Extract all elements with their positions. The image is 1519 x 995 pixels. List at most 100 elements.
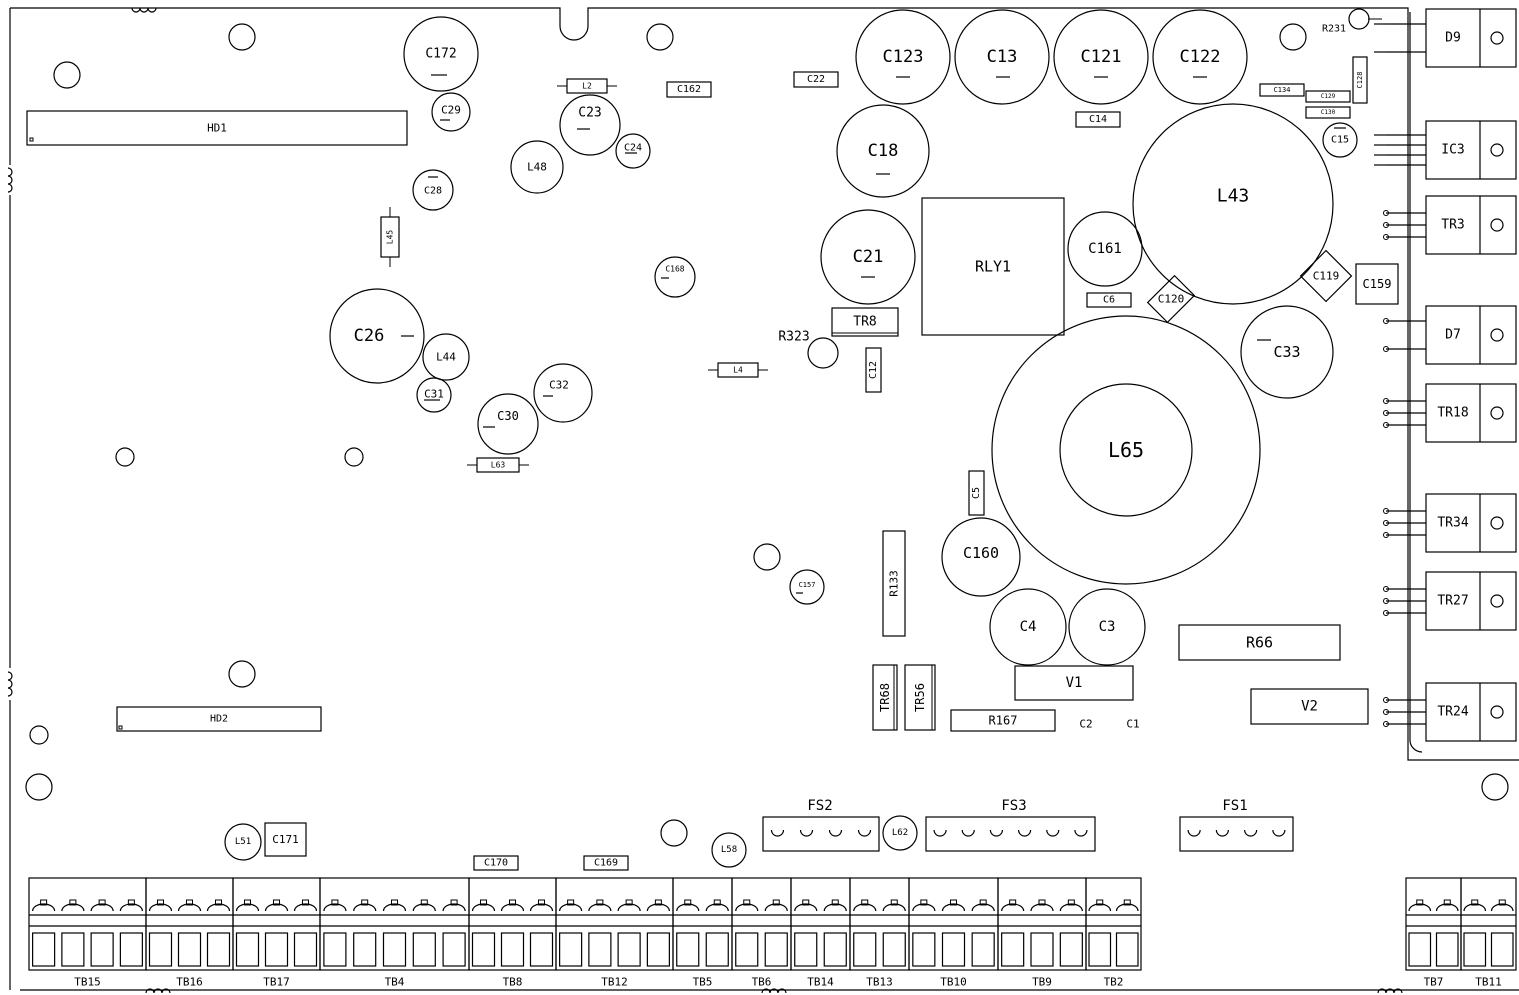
- ref-label: IC3: [1441, 143, 1464, 158]
- board-outline: [7, 7, 1519, 994]
- ref-label: C162: [677, 84, 701, 95]
- part-c159: C159: [1355, 263, 1399, 305]
- ref-label: C2: [1079, 718, 1092, 731]
- capacitor-c33: C33: [1240, 305, 1334, 399]
- part-c6: C6: [1086, 292, 1132, 308]
- ref-label: L44: [436, 351, 456, 364]
- ref-label: TR56: [913, 683, 927, 712]
- ref-label: C28: [424, 186, 442, 197]
- part-c14: C14: [1075, 111, 1121, 128]
- ref-label: C119: [1313, 269, 1340, 282]
- ref-label: TB13: [866, 976, 893, 989]
- ref-label: C170: [484, 858, 508, 869]
- part-l2: L2: [557, 78, 617, 94]
- part-tr68: TR68: [872, 664, 898, 731]
- ref-label: HD1: [207, 122, 227, 135]
- capacitor-c4: C4: [989, 588, 1067, 666]
- ref-label: C157: [799, 581, 816, 589]
- ref-label: C31: [424, 388, 444, 401]
- ref-label: L63: [491, 461, 506, 470]
- terminal-block-tb11: TB11: [1460, 877, 1517, 989]
- capacitor-c24: C24: [615, 133, 651, 169]
- ref-label: C18: [868, 141, 899, 161]
- ref-label: C23: [578, 106, 601, 121]
- ref-label: C6: [1103, 295, 1115, 306]
- ref-label: L51: [235, 837, 251, 847]
- inductor-l58: L58: [711, 832, 747, 868]
- ref-label: TB2: [1104, 976, 1124, 989]
- capacitor-c29: C29: [431, 92, 471, 132]
- ref-label: C171: [272, 833, 299, 846]
- ref-label: C121: [1081, 47, 1122, 67]
- part-c129: C129: [1305, 90, 1351, 103]
- inductor-l62: L62: [882, 815, 918, 851]
- terminal-block-tb6: TB6: [731, 877, 792, 989]
- ref-label: TB5: [693, 976, 713, 989]
- ref-label: C22: [807, 74, 825, 85]
- part-v2: V2: [1250, 688, 1369, 725]
- capacitor-c121: C121: [1053, 9, 1149, 105]
- inductor-l48: L48: [510, 140, 564, 194]
- ref-label: C134: [1274, 86, 1291, 94]
- ref-label: TR27: [1437, 594, 1468, 609]
- fuse-fs1: FS1: [1179, 798, 1294, 852]
- ref-label: D9: [1445, 31, 1461, 46]
- ref-label: C168: [665, 265, 684, 274]
- part-c130: C130: [1305, 106, 1351, 119]
- ref-label: C29: [441, 104, 461, 117]
- ref-label: L48: [527, 161, 547, 174]
- ref-label: C14: [1089, 114, 1107, 125]
- ref-label: C122: [1180, 47, 1221, 67]
- part-c12: C12: [865, 347, 882, 393]
- ref-label: TB11: [1475, 976, 1502, 989]
- device-tr34: TR34: [1383, 493, 1517, 553]
- ref-label: L58: [721, 845, 737, 855]
- ref-label: C159: [1363, 277, 1392, 291]
- terminal-block-tb4: TB4: [319, 877, 470, 989]
- ref-label: L65: [1108, 438, 1144, 462]
- part-c22: C22: [793, 71, 839, 88]
- terminal-block-tb15: TB15: [28, 877, 147, 989]
- part-c169: C169: [583, 855, 629, 871]
- ref-label: TB7: [1424, 976, 1444, 989]
- capacitor-c168: C168: [654, 256, 696, 298]
- part-c134: C134: [1259, 83, 1305, 97]
- terminal-block-tb13: TB13: [849, 877, 910, 989]
- capacitor-c28: C28: [412, 169, 454, 211]
- label-c1: C1: [1126, 718, 1139, 731]
- ref-label: HD2: [210, 714, 228, 725]
- inductor-l65: L65: [991, 315, 1261, 585]
- part-c5: C5: [968, 470, 985, 516]
- ref-label: V2: [1301, 699, 1318, 715]
- part-c128: C128: [1352, 56, 1368, 104]
- ref-label: C1: [1126, 718, 1139, 731]
- capacitor-c30: C30: [477, 393, 539, 455]
- capacitor-c21: C21: [820, 209, 916, 305]
- part-hd1: HD1: [26, 110, 408, 146]
- ref-label: C120: [1158, 292, 1185, 305]
- capacitor-c23: C23: [559, 94, 621, 156]
- terminal-block-tb17: TB17: [232, 877, 321, 989]
- ref-label: V1: [1066, 675, 1083, 691]
- device-ic3: IC3: [1374, 120, 1517, 180]
- ref-label: R231: [1322, 24, 1346, 35]
- ref-label: TB17: [263, 976, 290, 989]
- fuse-fs3: FS3: [925, 798, 1096, 852]
- ref-label: C130: [1321, 109, 1336, 116]
- part-l4: L4: [708, 362, 768, 378]
- capacitor-c172: C172: [403, 16, 479, 92]
- capacitor-c32: C32: [533, 363, 593, 423]
- inductor-l44: L44: [422, 333, 470, 381]
- label-r323: R323: [778, 330, 809, 345]
- ref-label: C3: [1099, 619, 1116, 635]
- terminal-block-tb16: TB16: [145, 877, 234, 989]
- ref-label: C123: [883, 47, 924, 67]
- ref-label: C161: [1088, 241, 1122, 257]
- part-c119: C119: [1299, 249, 1353, 303]
- ref-label: C32: [549, 379, 569, 392]
- part-c120: C120: [1146, 274, 1196, 324]
- ref-label: RLY1: [975, 258, 1011, 276]
